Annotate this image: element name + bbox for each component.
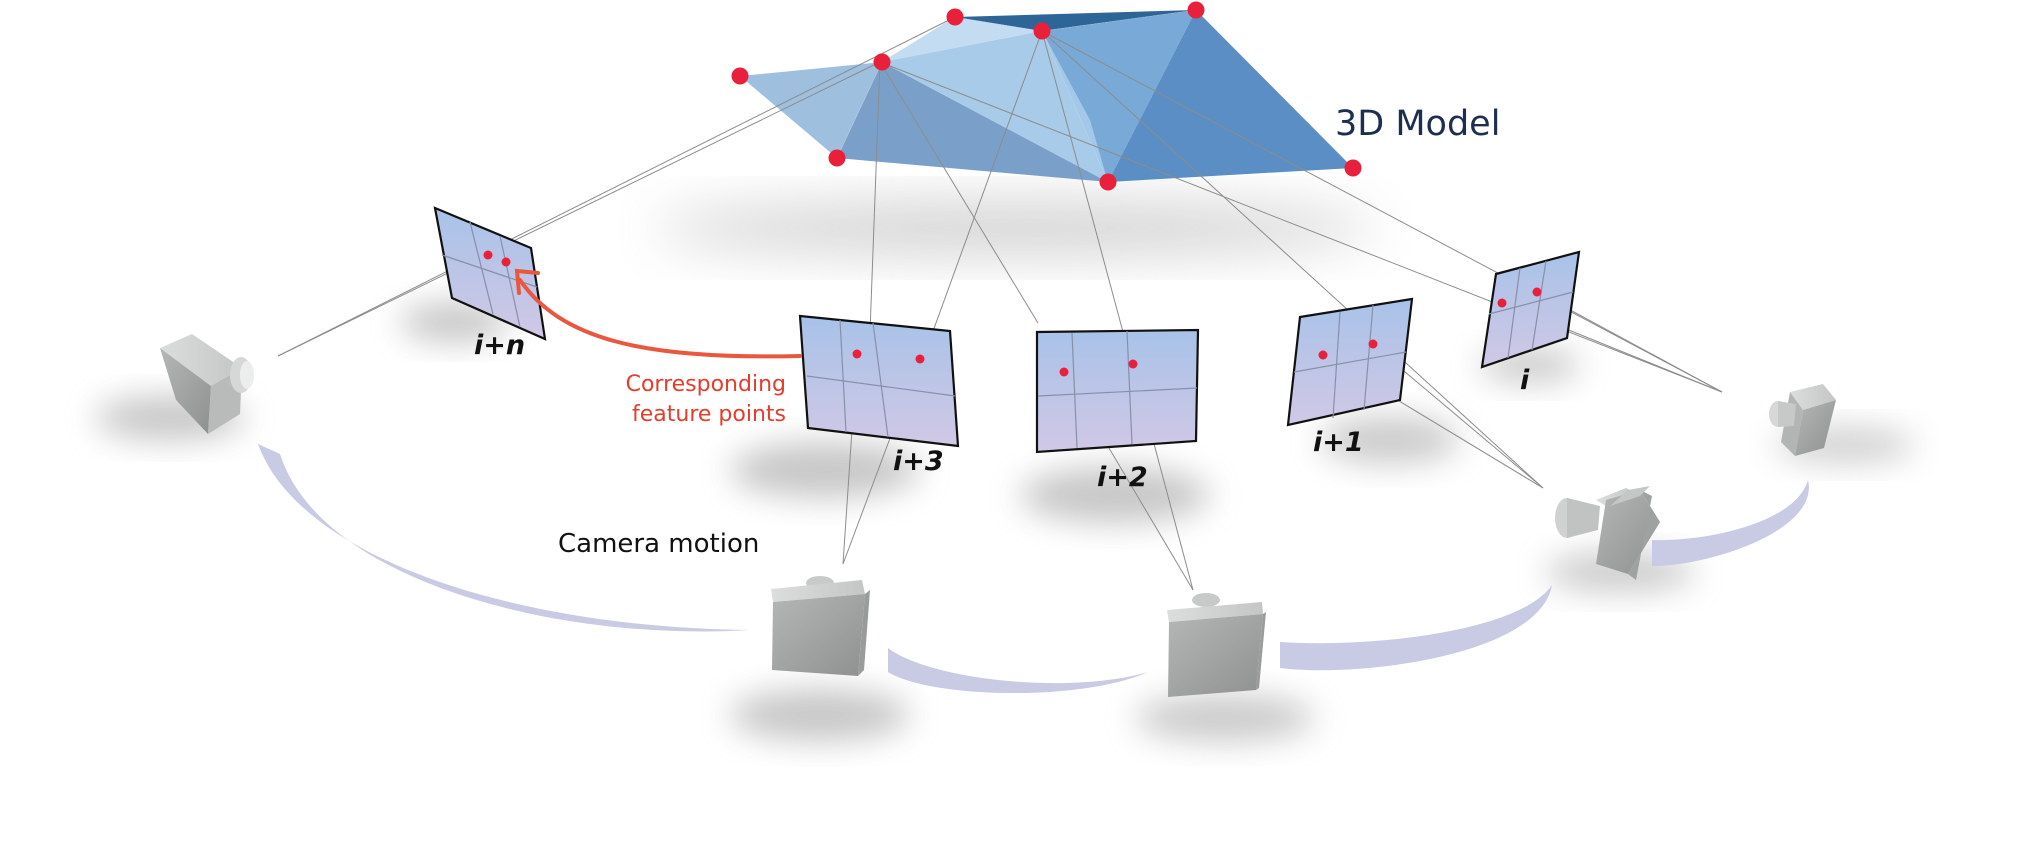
frame-label: i bbox=[1520, 365, 1530, 396]
model-vertex bbox=[828, 149, 846, 167]
feature-point bbox=[1128, 359, 1138, 369]
feature-point bbox=[501, 257, 511, 267]
camera-shadow bbox=[1135, 694, 1315, 742]
image-plane-i bbox=[1480, 250, 1581, 369]
model-label: 3D Model bbox=[1335, 104, 1500, 144]
feature-point bbox=[915, 354, 925, 364]
frame-shadow bbox=[1320, 416, 1460, 464]
model-vertex bbox=[1344, 159, 1362, 177]
model-vertex bbox=[1099, 173, 1117, 191]
frame-label: i+3 bbox=[893, 446, 944, 477]
camera-icon bbox=[771, 576, 870, 676]
shadows bbox=[95, 202, 1915, 742]
frame-label: i+2 bbox=[1097, 462, 1148, 493]
frame-label: i+1 bbox=[1313, 427, 1364, 458]
feature-point bbox=[483, 250, 493, 260]
frame-shadow bbox=[1020, 467, 1210, 523]
camera-motion-path bbox=[258, 444, 1809, 694]
correspondence-label: Corresponding bbox=[626, 372, 786, 397]
model-vertices bbox=[731, 1, 1362, 191]
image-plane-i-plus-2 bbox=[1035, 328, 1200, 454]
model-shadow bbox=[655, 202, 1375, 254]
model-vertex bbox=[1033, 22, 1051, 40]
motion-arc bbox=[1652, 480, 1809, 566]
camera-icon bbox=[160, 334, 254, 434]
model-vertex bbox=[873, 53, 891, 71]
camera-icon bbox=[1769, 384, 1836, 456]
correspondence-arrow bbox=[514, 268, 802, 359]
3d-model-mesh bbox=[739, 9, 1353, 183]
feature-point bbox=[1532, 287, 1542, 297]
feature-point bbox=[852, 349, 862, 359]
motion-arc bbox=[1280, 585, 1552, 671]
model-vertex bbox=[1187, 1, 1205, 19]
feature-point bbox=[1318, 350, 1328, 360]
frame-label: i+n bbox=[474, 330, 525, 361]
image-plane-i-plus-1 bbox=[1286, 297, 1414, 427]
image-plane-i-plus-3 bbox=[798, 314, 960, 448]
model-vertex bbox=[731, 67, 749, 85]
camera-shadow bbox=[730, 689, 910, 741]
feature-point bbox=[1497, 298, 1507, 308]
model-vertex bbox=[946, 8, 964, 26]
correspondence-label: feature points bbox=[632, 402, 786, 427]
image-plane-i-plus-n bbox=[433, 206, 547, 341]
camera-motion-label: Camera motion bbox=[558, 529, 759, 559]
motion-arc bbox=[888, 648, 1148, 694]
feature-point bbox=[1368, 339, 1378, 349]
feature-point bbox=[1059, 367, 1069, 377]
camera-icon bbox=[1555, 486, 1660, 580]
camera-icon bbox=[1167, 593, 1266, 697]
frame-shadow bbox=[730, 442, 920, 498]
